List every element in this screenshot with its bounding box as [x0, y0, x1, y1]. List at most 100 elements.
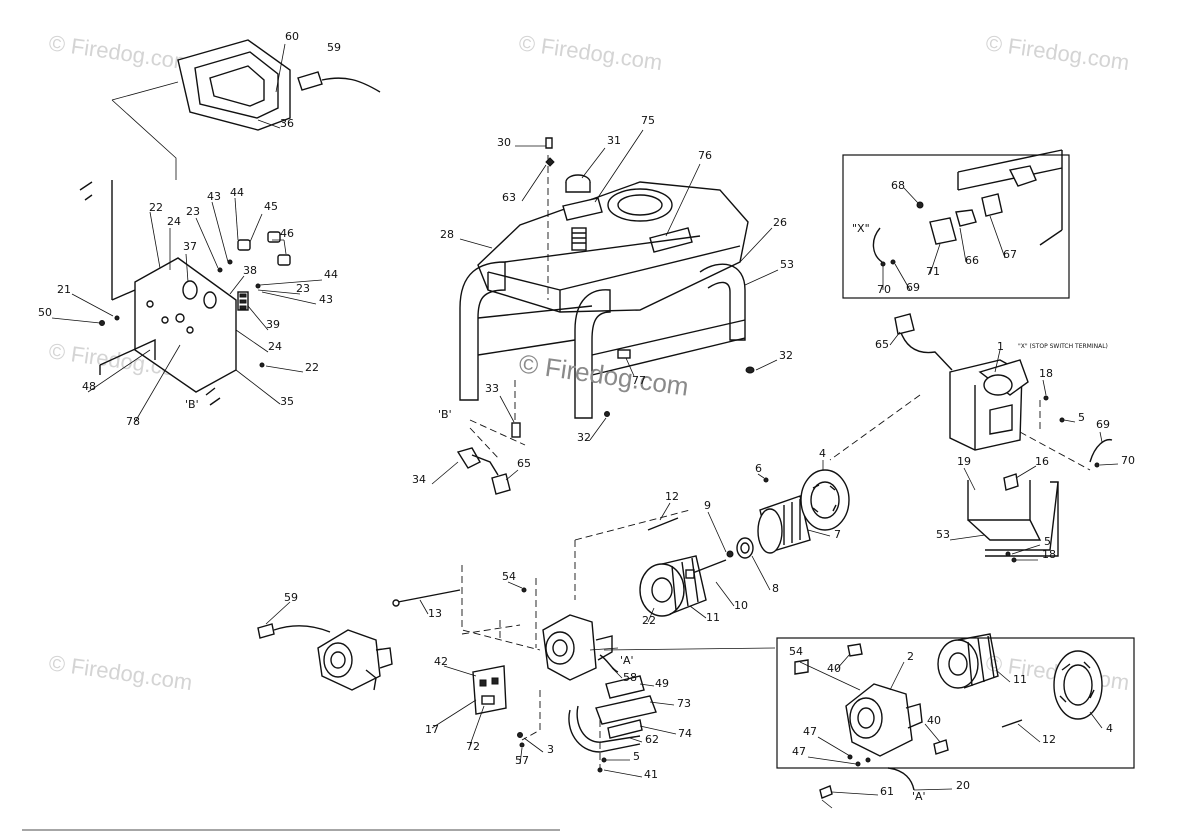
control-panel-assembly [51, 39, 381, 423]
part-number-label: 28 [440, 228, 454, 241]
part-number-label: 44 [230, 186, 244, 199]
part-number-label: 24 [167, 215, 181, 228]
part-number-label: 65 [875, 338, 889, 351]
part-number-label: 43 [207, 190, 221, 203]
part-number-label: 30 [497, 136, 511, 149]
reference-letter: "X" [852, 222, 870, 235]
part-number-label: 67 [1003, 248, 1017, 261]
part-number-label: 11 [1013, 673, 1027, 686]
part-number-label: 62 [645, 733, 659, 746]
part-number-label: 23 [186, 205, 200, 218]
part-number-label: 47 [792, 745, 806, 758]
part-number-label: 19 [957, 455, 971, 468]
part-number-label: 60 [285, 30, 299, 43]
part-number-label: 44 [324, 268, 338, 281]
part-number-label: 54 [502, 570, 516, 583]
alternator-assembly [257, 460, 850, 778]
stop-switch-note: "X" (STOP SWITCH TERMINAL) [1018, 343, 1108, 350]
part-number-label: 11 [706, 611, 720, 624]
part-number-label: 69 [906, 281, 920, 294]
part-number-label: 35 [280, 395, 294, 408]
part-number-label: 18 [1039, 367, 1053, 380]
part-number-label: 9 [704, 499, 711, 512]
part-number-label: 20 [956, 779, 970, 792]
part-number-label: 23 [296, 282, 310, 295]
part-number-label: 59 [284, 591, 298, 604]
part-number-label: 5 [1078, 411, 1085, 424]
part-number-label: 39 [266, 318, 280, 331]
part-number-label: 57 [515, 754, 529, 767]
part-number-label: 76 [698, 149, 712, 162]
part-number-label: 34 [412, 473, 426, 486]
part-number-label: 32 [577, 431, 591, 444]
center-watermark: © Firedog.com [517, 348, 690, 401]
part-number-label: 43 [319, 293, 333, 306]
watermark-text: © Firedog.com [47, 30, 194, 75]
part-number-label: 58 [623, 671, 637, 684]
part-number-label: 75 [641, 114, 655, 127]
part-number-label: 70 [877, 283, 891, 296]
part-number-label: 47 [803, 725, 817, 738]
part-number-label: 18 [1042, 548, 1056, 561]
part-number-label: 32 [779, 349, 793, 362]
part-number-label: 37 [183, 240, 197, 253]
part-number-label: 45 [264, 200, 278, 213]
part-number-label: 22 [149, 201, 163, 214]
watermark-text: © Firedog.com [984, 30, 1131, 75]
part-number-label: 73 [677, 697, 691, 710]
part-number-label: 22 [305, 361, 319, 374]
alternate-alternator-inset [776, 633, 1135, 809]
part-number-label: 40 [927, 714, 941, 727]
part-number-label: 17 [425, 723, 439, 736]
reference-letter: 'B' [438, 408, 452, 421]
part-number-label: 63 [502, 191, 516, 204]
part-number-label: 1 [997, 340, 1004, 353]
watermark-text: © Firedog.com [517, 30, 664, 75]
engine-control-box-assembly [829, 313, 1119, 563]
reference-letter: 'B' [185, 398, 199, 411]
part-number-label: 69 [1096, 418, 1110, 431]
part-number-label: 36 [280, 117, 294, 130]
part-number-label: 12 [1042, 733, 1056, 746]
part-number-label: 41 [644, 768, 658, 781]
reference-letter-labels: 'B''B''A''A'"X" [185, 222, 926, 803]
part-number-label: 12 [665, 490, 679, 503]
part-number-label: 59 [327, 41, 341, 54]
part-number-label: 71 [926, 265, 940, 278]
part-number-label: 40 [827, 662, 841, 675]
part-number-label: 77 [632, 374, 646, 387]
part-number-label: 22 [642, 614, 656, 627]
part-number-label: 61 [880, 785, 894, 798]
part-number-label: 7 [834, 528, 841, 541]
part-number-label: 49 [655, 677, 669, 690]
part-number-label: 5 [1044, 535, 1051, 548]
part-number-label: 54 [789, 645, 803, 658]
part-number-label: 66 [965, 254, 979, 267]
part-number-label: 72 [466, 740, 480, 753]
part-number-label: 5 [633, 750, 640, 763]
part-number-label: 21 [57, 283, 71, 296]
fuel-tank-frame-assembly [431, 129, 779, 495]
part-number-label: 70 [1121, 454, 1135, 467]
part-number-label: 50 [38, 306, 52, 319]
part-number-label: 68 [891, 179, 905, 192]
part-number-label: 2 [907, 650, 914, 663]
part-number-label: 74 [678, 727, 692, 740]
part-number-label: 38 [243, 264, 257, 277]
watermark-text: © Firedog.com [47, 650, 194, 695]
part-number-label: 65 [517, 457, 531, 470]
part-number-label: 3 [547, 743, 554, 756]
part-number-label: 46 [280, 227, 294, 240]
part-number-label: 13 [428, 607, 442, 620]
part-number-label: 42 [434, 655, 448, 668]
stop-switch-inset [842, 149, 1070, 299]
part-number-label: 6 [755, 462, 762, 475]
part-number-label: 26 [773, 216, 787, 229]
part-number-label: 10 [734, 599, 748, 612]
part-number-label: 31 [607, 134, 621, 147]
part-number-label: 53 [936, 528, 950, 541]
part-number-label: 78 [126, 415, 140, 428]
reference-letter: 'A' [620, 654, 634, 667]
